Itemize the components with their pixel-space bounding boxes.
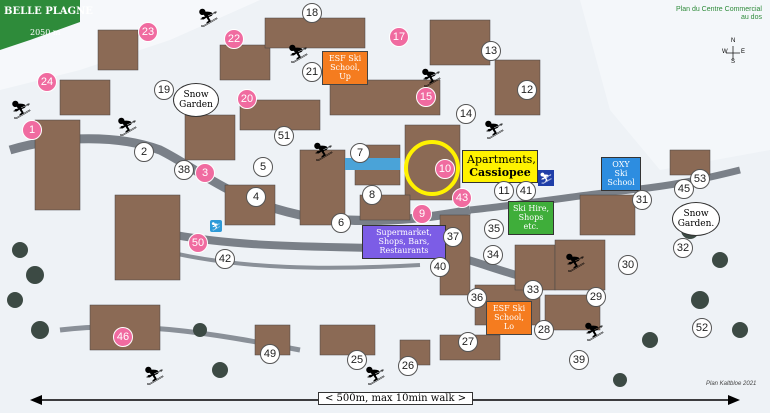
- compass-e: E: [741, 49, 746, 55]
- building-pin-40[interactable]: 40: [430, 257, 450, 277]
- building-pin-30[interactable]: 30: [618, 255, 638, 275]
- skier-icon: ⛷: [583, 322, 606, 343]
- building-pin-25[interactable]: 25: [347, 350, 367, 370]
- esf-up-label[interactable]: ESF Ski School, Up: [322, 51, 368, 85]
- skier-icon: ⛷: [420, 68, 443, 89]
- ski-hire-label[interactable]: Ski Hire, Shops etc.: [508, 201, 554, 235]
- building-pin-7[interactable]: 7: [350, 143, 370, 163]
- building-pin-4[interactable]: 4: [246, 187, 266, 207]
- building-pin-1[interactable]: 1: [22, 120, 42, 140]
- building-pin-15[interactable]: 15: [416, 87, 436, 107]
- snow-garden-right[interactable]: Snow Garden.: [672, 202, 720, 236]
- building-pin-11[interactable]: 11: [494, 181, 514, 201]
- building-pin-12[interactable]: 12: [517, 80, 537, 100]
- commercial-note: Plan du Centre Commercial au dos: [676, 6, 762, 23]
- skier-icon: ⛷: [364, 366, 387, 387]
- building-pin-53[interactable]: 53: [690, 169, 710, 189]
- building-pin-5[interactable]: 5: [253, 157, 273, 177]
- skier-icon: ⛷: [287, 44, 310, 65]
- building-pin-33[interactable]: 33: [523, 280, 543, 300]
- building-pin-41[interactable]: 41: [516, 181, 536, 201]
- building-pin-8[interactable]: 8: [362, 185, 382, 205]
- ski-lift-icon-2: ⛷: [210, 220, 222, 232]
- supermarket-label[interactable]: Supermarket, Shops, Bars, Restaurants: [362, 225, 446, 259]
- building-pin-46[interactable]: 46: [113, 327, 133, 347]
- building-pin-43[interactable]: 43: [452, 188, 472, 208]
- skier-icon: ⛷: [10, 100, 33, 121]
- building-pin-29[interactable]: 29: [586, 287, 606, 307]
- skier-icon: ⛷: [116, 117, 139, 138]
- compass-w: W: [722, 49, 728, 55]
- building-pin-23[interactable]: 23: [138, 22, 158, 42]
- building-pin-26[interactable]: 26: [398, 356, 418, 376]
- building-pin-45[interactable]: 45: [674, 179, 694, 199]
- resort-altitude: 2050 m: [30, 28, 61, 37]
- building-pin-31[interactable]: 31: [632, 190, 652, 210]
- ski-lift-icon: ⛷: [538, 170, 554, 186]
- building-pin-13[interactable]: 13: [481, 41, 501, 61]
- building-pin-50[interactable]: 50: [188, 233, 208, 253]
- apartments-cassiopee-label[interactable]: Apartments, Cassiopee: [462, 150, 538, 184]
- building-pin-34[interactable]: 34: [483, 245, 503, 265]
- building-pin-3[interactable]: 3: [195, 163, 215, 183]
- building-pin-39[interactable]: 39: [569, 350, 589, 370]
- compass-n: N: [731, 38, 736, 44]
- compass-icon: N W E S: [722, 38, 746, 66]
- building-pin-52[interactable]: 52: [692, 318, 712, 338]
- building-pin-2[interactable]: 2: [134, 142, 154, 162]
- skier-icon: ⛷: [483, 120, 506, 141]
- building-pin-42[interactable]: 42: [215, 249, 235, 269]
- building-pin-10[interactable]: 10: [435, 159, 455, 179]
- commercial-note-line2: au dos: [740, 14, 762, 22]
- building-pin-14[interactable]: 14: [456, 104, 476, 124]
- building-pin-19[interactable]: 19: [154, 80, 174, 100]
- building-pin-22[interactable]: 22: [224, 29, 244, 49]
- skier-icon: ⛷: [312, 142, 335, 163]
- apartments-line1: Apartments,: [467, 153, 536, 166]
- map-credit: Plan Kaltbloe 2021: [706, 381, 757, 387]
- building-pin-6[interactable]: 6: [331, 213, 351, 233]
- building-pin-21[interactable]: 21: [302, 62, 322, 82]
- building-pin-35[interactable]: 35: [484, 219, 504, 239]
- building-pin-9[interactable]: 9: [412, 204, 432, 224]
- building-pin-37[interactable]: 37: [443, 227, 463, 247]
- skier-icon: ⛷: [564, 253, 587, 274]
- building-pin-24[interactable]: 24: [37, 72, 57, 92]
- building-pin-36[interactable]: 36: [467, 288, 487, 308]
- building-pin-27[interactable]: 27: [458, 332, 478, 352]
- building-pin-17[interactable]: 17: [389, 27, 409, 47]
- building-pin-20[interactable]: 20: [237, 89, 257, 109]
- compass-s: S: [731, 59, 736, 65]
- snow-garden-left[interactable]: Snow Garden: [173, 83, 219, 117]
- building-pin-32[interactable]: 32: [673, 238, 693, 258]
- oxy-school-label[interactable]: OXY Ski School: [601, 157, 641, 191]
- highlight-circle: [404, 140, 460, 196]
- commercial-note-line1: Plan du Centre Commercial: [676, 6, 762, 13]
- skier-icon: ⛷: [143, 366, 166, 387]
- building-pin-18[interactable]: 18: [302, 3, 322, 23]
- apartments-line2: Cassiopee: [469, 165, 531, 179]
- building-pin-38[interactable]: 38: [174, 160, 194, 180]
- scale-label: < 500m, max 10min walk >: [318, 392, 474, 405]
- building-pin-28[interactable]: 28: [534, 320, 554, 340]
- building-pin-51[interactable]: 51: [274, 126, 294, 146]
- resort-title: BELLE PLAGNE: [4, 6, 93, 17]
- building-pin-49[interactable]: 49: [260, 344, 280, 364]
- esf-lo-label[interactable]: ESF Ski School, Lo: [486, 301, 532, 335]
- skier-icon: ⛷: [197, 8, 220, 29]
